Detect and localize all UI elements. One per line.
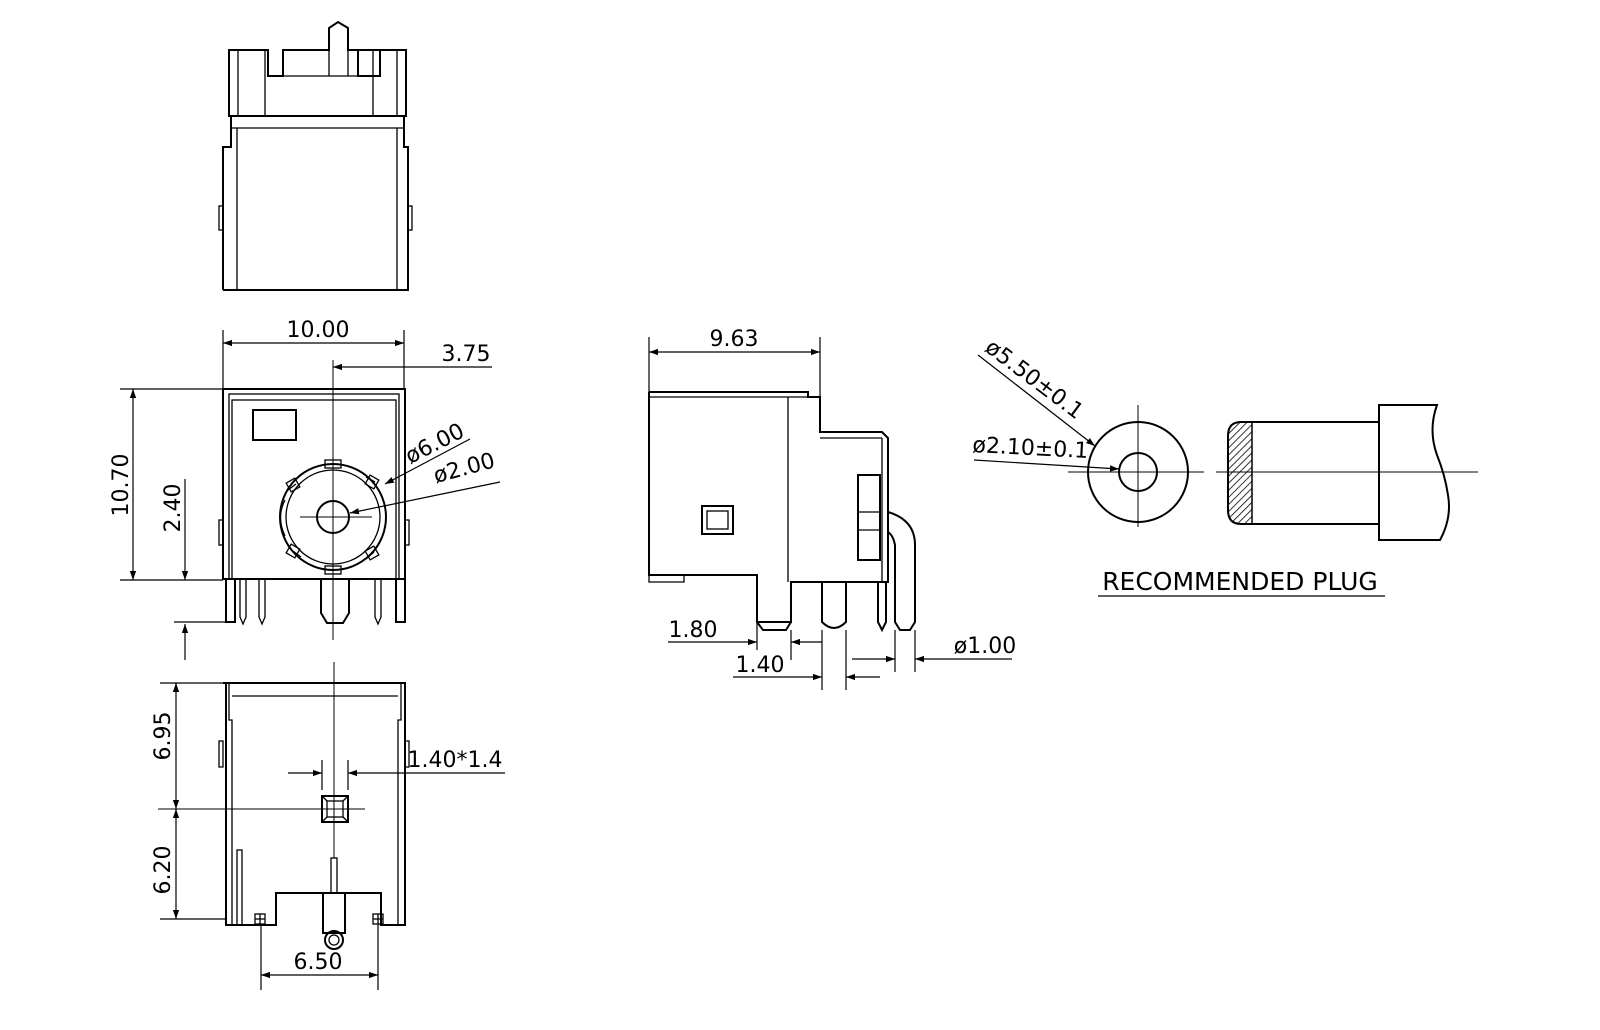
recommended-plug-label: RECOMMENDED PLUG <box>1102 567 1378 596</box>
plug-end-view: ø5.50±0.1 ø2.10±0.1 <box>972 335 1204 527</box>
dim-bottom-upper: 6.95 <box>151 712 176 761</box>
dim-square-pad: 1.40*1.4 <box>408 748 503 773</box>
dim-center-offset: 3.75 <box>442 342 491 367</box>
dim-overall-height: 10.70 <box>109 454 134 517</box>
bottom-view <box>158 662 410 950</box>
dim-pin-spacing-b: 1.40 <box>736 653 785 678</box>
dim-pin-dia-side: ø1.00 <box>954 634 1016 659</box>
plug-side-view <box>1216 404 1478 541</box>
dim-center-height: 2.40 <box>161 484 186 533</box>
dim-plug-inner: ø2.10±0.1 <box>972 433 1089 464</box>
side-view <box>648 391 916 690</box>
side-dimensions: 9.63 1.80 1.40 ø1.00 <box>648 327 1016 681</box>
front-view <box>218 360 410 640</box>
dim-pin-spacing-a: 1.80 <box>669 618 718 643</box>
top-view <box>218 20 413 291</box>
dim-pin-span: 6.50 <box>294 950 343 975</box>
bottom-dimensions: 6.95 6.20 1.40*1.4 6.50 <box>151 682 505 990</box>
dim-front-width: 10.00 <box>287 318 350 343</box>
dim-plug-outer: ø5.50±0.1 <box>980 335 1088 425</box>
dim-bottom-lower: 6.20 <box>151 846 176 895</box>
dim-body-depth: 9.63 <box>710 327 759 352</box>
front-dimensions: 10.00 3.75 10.70 2.40 ø6.00 ø2.00 <box>109 318 501 660</box>
